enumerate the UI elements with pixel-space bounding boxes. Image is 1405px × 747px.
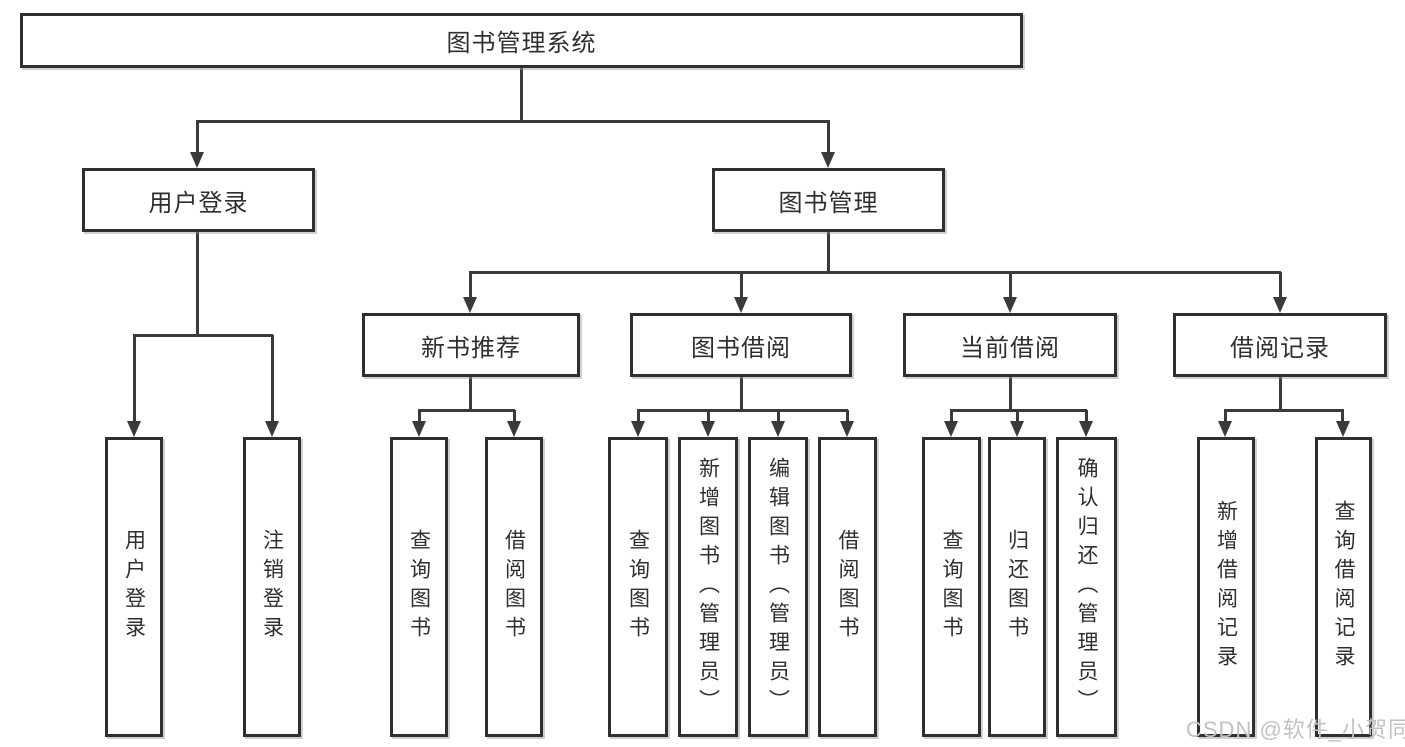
leaf-borrow-books: 借阅图书 xyxy=(818,437,877,737)
node-label: 查询图书 xyxy=(940,529,963,645)
arrow-down-icon xyxy=(1273,297,1287,313)
connector-line xyxy=(469,272,472,298)
node-library-system: 图书管理系统 xyxy=(20,13,1023,68)
connector-line xyxy=(513,410,516,422)
arrow-down-icon xyxy=(463,297,477,313)
connector-line xyxy=(740,272,743,298)
connector-line xyxy=(1224,409,1344,412)
connector-line xyxy=(827,232,830,272)
connector-line xyxy=(1279,377,1282,410)
arrow-down-icon xyxy=(507,421,521,437)
node-label: 归还图书 xyxy=(1005,529,1029,645)
arrow-down-icon xyxy=(265,421,279,437)
connector-line xyxy=(469,271,1281,274)
connector-line xyxy=(1009,377,1012,410)
node-label: 确认归还（管理员） xyxy=(1075,456,1098,718)
node-label: 查询图书 xyxy=(626,529,650,645)
connector-line xyxy=(1341,410,1344,422)
connector-line xyxy=(196,232,199,335)
arrow-down-icon xyxy=(944,421,958,437)
arrow-down-icon xyxy=(1079,421,1093,437)
node-label: 用户登录 xyxy=(122,529,146,645)
node-user-login: 用户登录 xyxy=(82,168,315,232)
node-label: 查询图书 xyxy=(407,529,431,645)
csdn-watermark: CSDN @软件_小贺同学 xyxy=(1186,717,1405,742)
connector-line xyxy=(777,410,780,422)
connector-line xyxy=(196,122,199,153)
arrow-down-icon xyxy=(1336,421,1350,437)
connector-line xyxy=(469,377,472,410)
node-book-management: 图书管理 xyxy=(712,168,945,232)
connector-line xyxy=(196,120,830,123)
node-label: 图书管理系统 xyxy=(446,30,597,57)
connector-line xyxy=(950,410,953,422)
arrow-down-icon xyxy=(840,421,854,437)
connector-line xyxy=(1085,410,1088,422)
connector-line xyxy=(707,410,710,422)
connector-line xyxy=(1279,272,1282,298)
arrow-down-icon xyxy=(821,152,835,168)
arrow-down-icon xyxy=(127,421,141,437)
arrow-down-icon xyxy=(1003,297,1017,313)
node-label: 当前借阅 xyxy=(960,334,1060,362)
connector-line xyxy=(1009,272,1012,298)
arrow-down-icon xyxy=(631,421,645,437)
node-current-borrow: 当前借阅 xyxy=(903,313,1117,377)
node-label: 新增图书（管理员） xyxy=(696,456,720,718)
leaf-return-book: 归还图书 xyxy=(988,437,1046,737)
connector-line xyxy=(637,410,640,422)
leaf-query-borrow-record: 查询借阅记录 xyxy=(1315,437,1372,737)
node-label: 注销登录 xyxy=(260,529,284,645)
leaf-edit-book-admin: 编辑图书（管理员） xyxy=(748,437,808,737)
node-book-borrow: 图书借阅 xyxy=(630,313,852,377)
connector-line xyxy=(637,409,848,412)
leaf-confirm-return-admin: 确认归还（管理员） xyxy=(1056,437,1117,737)
connector-line xyxy=(1224,410,1227,422)
node-new-book-recommend: 新书推荐 xyxy=(362,313,580,377)
node-label: 图书管理 xyxy=(778,189,879,217)
leaf-user-login: 用户登录 xyxy=(105,437,163,737)
node-label: 借阅记录 xyxy=(1230,334,1330,362)
connector-line xyxy=(827,122,830,153)
arrow-down-icon xyxy=(190,152,204,168)
node-label: 借阅图书 xyxy=(836,529,859,645)
node-label: 借阅图书 xyxy=(502,529,526,645)
node-label: 新增借阅记录 xyxy=(1214,500,1238,674)
arrow-down-icon xyxy=(771,421,785,437)
connector-line xyxy=(418,409,515,412)
arrow-down-icon xyxy=(1010,421,1024,437)
arrow-down-icon xyxy=(701,421,715,437)
node-label: 用户登录 xyxy=(148,189,249,217)
node-borrow-records: 借阅记录 xyxy=(1173,313,1387,377)
arrow-down-icon xyxy=(1218,421,1232,437)
connector-line xyxy=(740,377,743,410)
connector-line xyxy=(418,410,421,422)
leaf-logout: 注销登录 xyxy=(243,437,301,737)
connector-line xyxy=(846,410,849,422)
node-label: 图书借阅 xyxy=(691,334,791,362)
node-label: 新书推荐 xyxy=(421,334,521,362)
node-label: 查询借阅记录 xyxy=(1332,500,1355,674)
connector-line xyxy=(1016,410,1019,422)
arrow-down-icon xyxy=(412,421,426,437)
leaf-query-books-current: 查询图书 xyxy=(922,437,981,737)
leaf-add-book-admin: 新增图书（管理员） xyxy=(678,437,738,737)
connector-line xyxy=(271,335,274,422)
arrow-down-icon xyxy=(734,297,748,313)
node-label: 编辑图书（管理员） xyxy=(766,456,790,718)
connector-line xyxy=(520,68,523,122)
leaf-borrow-books-recommend: 借阅图书 xyxy=(485,437,543,737)
leaf-query-books-recommend: 查询图书 xyxy=(390,437,448,737)
connector-line xyxy=(133,334,273,337)
connector-line xyxy=(133,335,136,422)
leaf-query-books-borrow: 查询图书 xyxy=(608,437,668,737)
leaf-add-borrow-record: 新增借阅记录 xyxy=(1197,437,1255,737)
